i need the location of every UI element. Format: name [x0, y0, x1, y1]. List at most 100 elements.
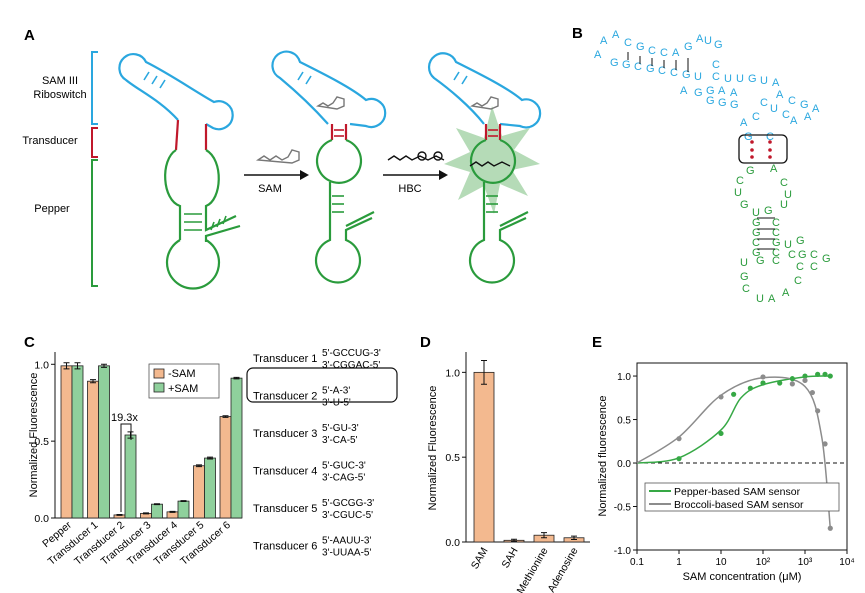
transducer-bottom-strand: 3'-CGUC-5' — [322, 510, 373, 521]
svg-text:G: G — [748, 73, 757, 85]
arrow-sam-label: SAM — [258, 183, 282, 195]
panel-label-e: E — [592, 334, 602, 351]
svg-text:G: G — [718, 97, 727, 109]
svg-text:U: U — [694, 71, 702, 83]
rna-structure-sam-bound — [271, 50, 387, 284]
svg-text:G: G — [800, 99, 809, 111]
transducer-bottom-strand: 3'-UUAA-5' — [322, 548, 371, 559]
fold-change-bracket — [120, 423, 132, 512]
e-point-broccoli — [760, 374, 766, 380]
c-error-bar — [116, 513, 123, 516]
svg-text:G: G — [636, 41, 645, 53]
svg-text:C: C — [634, 61, 642, 73]
e-point-pepper — [815, 371, 821, 377]
transducer-name: Transducer 4 — [253, 466, 317, 478]
svg-text:A: A — [740, 117, 748, 129]
c-bar — [98, 365, 110, 519]
transducer-bottom-strand: 3'-CA-5' — [322, 435, 358, 446]
e-xtick-label: 10² — [756, 557, 771, 568]
svg-text:G: G — [740, 271, 749, 283]
c-error-bar — [101, 363, 107, 368]
svg-text:A: A — [812, 103, 820, 115]
svg-text:A: A — [782, 287, 790, 299]
svg-text:U: U — [704, 35, 712, 47]
e-point-pepper — [789, 376, 795, 382]
svg-text:C: C — [772, 247, 780, 259]
e-point-broccoli — [718, 394, 724, 400]
e-point-pepper — [760, 380, 766, 386]
svg-text:A: A — [696, 33, 704, 45]
d-ytick-label: 1.0 — [445, 367, 460, 379]
panel-e-dose-response: Normalized fluorescence SAM concentratio… — [597, 362, 855, 583]
svg-text:G: G — [764, 205, 773, 217]
svg-text:C: C — [788, 95, 796, 107]
svg-text:U: U — [736, 73, 744, 85]
svg-text:A: A — [600, 35, 608, 47]
svg-text:A: A — [594, 49, 602, 61]
svg-text:U: U — [740, 257, 748, 269]
transducer-name: Transducer 1 — [253, 353, 317, 365]
e-plot-frame — [636, 362, 848, 551]
c-bars — [60, 362, 243, 519]
d-error-bar — [541, 532, 547, 539]
e-point-broccoli — [789, 381, 795, 387]
svg-text:C: C — [794, 275, 802, 287]
legend-minus-sam: -SAM — [168, 368, 196, 380]
svg-text:U: U — [770, 103, 778, 115]
c-error-bar — [207, 456, 213, 460]
svg-text:C: C — [648, 45, 656, 57]
c-bar — [177, 500, 190, 519]
d-bars — [473, 359, 585, 543]
c-bar — [60, 365, 73, 519]
e-point-pepper — [777, 380, 783, 386]
e-ylabel: Normalized fluorescence — [597, 395, 609, 516]
svg-text:G: G — [682, 69, 691, 81]
e-point-pepper — [802, 373, 808, 379]
c-bar — [219, 416, 232, 519]
svg-text:A: A — [768, 293, 776, 305]
svg-text:G: G — [822, 253, 831, 265]
svg-text:A: A — [776, 89, 784, 101]
svg-text:C: C — [780, 177, 788, 189]
e-point-broccoli — [827, 525, 833, 531]
c-error-bar — [180, 500, 187, 503]
c-bar — [151, 503, 163, 519]
arrow-sam-head — [300, 170, 309, 180]
svg-text:U: U — [760, 75, 768, 87]
e-point-pepper — [718, 430, 724, 437]
svg-text:U: U — [734, 187, 742, 199]
sam-molecule-icon — [255, 149, 300, 164]
label-sam-riboswitch-line1: SAM III — [42, 75, 78, 87]
svg-text:G: G — [756, 255, 765, 267]
d-error-bar — [571, 535, 577, 540]
c-legend: -SAM +SAM — [148, 363, 220, 399]
transducer-name: Transducer 5 — [253, 503, 317, 515]
d-yticks: 0.00.51.0 — [445, 367, 466, 549]
svg-text:G: G — [622, 59, 631, 71]
svg-text:C: C — [658, 65, 666, 77]
d-category-label: SAH — [499, 546, 520, 571]
svg-text:A: A — [790, 115, 798, 127]
c-error-bar — [154, 503, 160, 506]
c-ytick-label: 0.0 — [34, 513, 49, 525]
label-pepper: Pepper — [34, 203, 70, 215]
svg-text:U: U — [756, 293, 764, 305]
panel-label-d: D — [420, 334, 431, 351]
svg-text:G: G — [714, 39, 723, 51]
c-error-bar — [74, 362, 81, 370]
svg-text:G: G — [740, 199, 749, 211]
d-ylabel: Normalized Fluorescence — [427, 386, 439, 511]
c-ytick-label: 0.5 — [34, 436, 49, 448]
svg-text:C: C — [660, 47, 668, 59]
transducer-bottom-strand: 3'-U-5' — [322, 398, 351, 409]
c-bar — [193, 465, 205, 519]
c-bar — [124, 434, 137, 519]
svg-text:C: C — [712, 59, 720, 71]
legend-swatch-plus-sam — [153, 382, 165, 393]
e-legend-pepper: Pepper-based SAM sensor — [674, 486, 801, 498]
svg-text:G: G — [730, 99, 739, 111]
svg-text:C: C — [736, 175, 744, 187]
